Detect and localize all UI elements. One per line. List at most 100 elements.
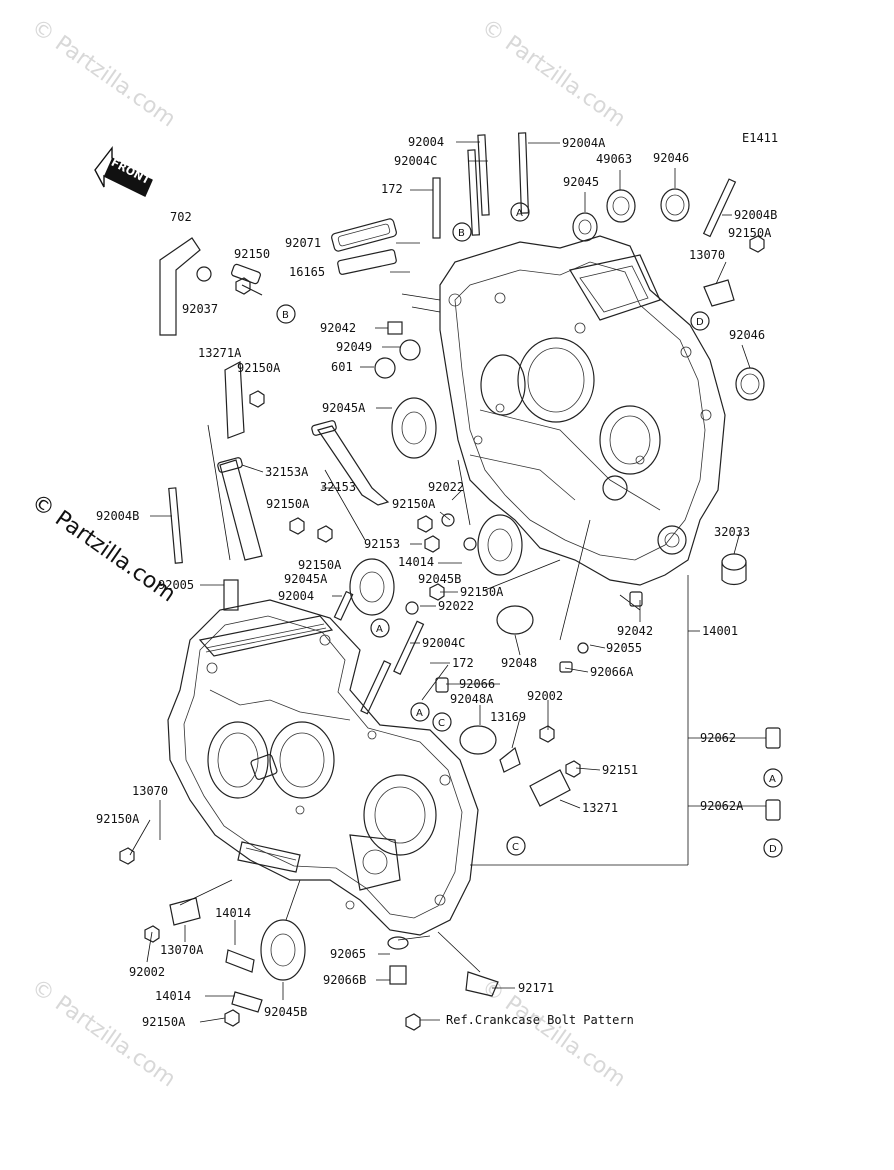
- part-labels: 92004 92004A 92004C 49063 92046 172 9204…: [96, 135, 777, 1029]
- part-label: 13070A: [160, 943, 204, 957]
- part-label: 14001: [702, 624, 738, 638]
- callout-b-2: B: [452, 222, 472, 242]
- svg-text:C: C: [512, 842, 519, 853]
- lower-crankcase-half: [167, 599, 479, 936]
- part-label: 92045B: [264, 1005, 307, 1019]
- part-label: 13070: [132, 784, 168, 798]
- part-label: 92150: [234, 247, 270, 261]
- bolts: [119, 235, 765, 1031]
- callout-d-2: D: [763, 838, 783, 858]
- part-label: 92066B: [323, 973, 366, 987]
- watermark: © Partzilla.com: [27, 489, 180, 607]
- part-label: 92066: [459, 677, 495, 691]
- part-label: 92150A: [96, 812, 140, 826]
- front-arrow-icon: FRONT: [94, 145, 153, 197]
- part-label: 92042: [320, 321, 356, 335]
- part-label: 49063: [596, 152, 632, 166]
- part-label: 92002: [129, 965, 165, 979]
- part-label: 92004: [278, 589, 314, 603]
- part-label: 92049: [336, 340, 372, 354]
- gaskets-and-tubes: [159, 218, 781, 1013]
- part-label: 13271: [582, 801, 618, 815]
- part-label: 92065: [330, 947, 366, 961]
- part-label: 92150A: [728, 226, 772, 240]
- part-label: 92004: [408, 135, 444, 149]
- part-label: 14014: [155, 989, 191, 1003]
- part-label: 92150A: [298, 558, 342, 572]
- part-label: 92150A: [460, 585, 504, 599]
- svg-text:A: A: [416, 708, 423, 719]
- reference-note: Ref.Crankcase Bolt Pattern: [446, 1013, 634, 1027]
- svg-text:D: D: [769, 844, 777, 855]
- svg-text:A: A: [769, 774, 776, 785]
- callout-b-1: B: [276, 304, 296, 324]
- part-label: 92046: [653, 151, 689, 165]
- part-label: 92042: [617, 624, 653, 638]
- svg-text:C: C: [438, 718, 445, 729]
- part-label: 92004C: [422, 636, 465, 650]
- watermark: © Partzilla.com: [27, 14, 180, 132]
- part-label: 16165: [289, 265, 325, 279]
- part-label: 92071: [285, 236, 321, 250]
- callout-d-1: D: [690, 311, 710, 331]
- bearings-and-seals: [260, 188, 765, 981]
- reference-callouts: B B A D A A C A C D: [276, 202, 783, 858]
- studs: [168, 132, 737, 715]
- part-label: 92153: [364, 537, 400, 551]
- part-label: 92037: [182, 302, 218, 316]
- callout-c-1: C: [432, 712, 452, 732]
- svg-text:A: A: [376, 624, 383, 635]
- part-label: 92171: [518, 981, 554, 995]
- part-label: 92150A: [392, 497, 436, 511]
- part-label: 172: [381, 182, 403, 196]
- part-label: 92062A: [700, 799, 744, 813]
- leader-lines: [129, 141, 766, 1023]
- part-label: 92004B: [96, 509, 139, 523]
- part-label: 92150A: [266, 497, 310, 511]
- part-label: 32153: [320, 480, 356, 494]
- upper-crankcase-half: [439, 235, 726, 586]
- part-label: 92150A: [142, 1015, 186, 1029]
- part-label: 92046: [729, 328, 765, 342]
- callout-a-1: A: [510, 202, 530, 222]
- part-label: 601: [331, 360, 353, 374]
- part-label: 13271A: [198, 346, 242, 360]
- part-label: 92005: [158, 578, 194, 592]
- part-label: 92022: [428, 480, 464, 494]
- part-label: 92062: [700, 731, 736, 745]
- part-label: 92055: [606, 641, 642, 655]
- svg-text:B: B: [458, 228, 465, 239]
- part-label: 92004A: [562, 136, 606, 150]
- relation-lines: [179, 293, 689, 1021]
- svg-text:B: B: [282, 310, 289, 321]
- part-label: 92002: [527, 689, 563, 703]
- part-label: 92150A: [237, 361, 281, 375]
- part-label: 14014: [398, 555, 434, 569]
- part-label: 92048: [501, 656, 537, 670]
- callout-c-2: C: [506, 836, 526, 856]
- part-label: 92004B: [734, 208, 777, 222]
- part-label: 702: [170, 210, 192, 224]
- part-label: 172: [452, 656, 474, 670]
- callout-a-4: A: [763, 768, 783, 788]
- diagram-code: E1411: [742, 131, 778, 145]
- part-label: 13169: [490, 710, 526, 724]
- svg-text:A: A: [516, 208, 523, 219]
- part-label: 92022: [438, 599, 474, 613]
- part-label: 92151: [602, 763, 638, 777]
- part-label: 32033: [714, 525, 750, 539]
- part-label: 32153A: [265, 465, 309, 479]
- part-label: 92045A: [284, 572, 328, 586]
- callout-a-2: A: [370, 618, 390, 638]
- part-label: 92045: [563, 175, 599, 189]
- part-label: 92045A: [322, 401, 366, 415]
- part-label: 14014: [215, 906, 251, 920]
- part-label: 92066A: [590, 665, 634, 679]
- part-label: 92048A: [450, 692, 494, 706]
- svg-text:D: D: [696, 317, 704, 328]
- callout-a-3: A: [410, 702, 430, 722]
- part-label: 92045B: [418, 572, 461, 586]
- part-label: 13070: [689, 248, 725, 262]
- part-label: 92004C: [394, 154, 437, 168]
